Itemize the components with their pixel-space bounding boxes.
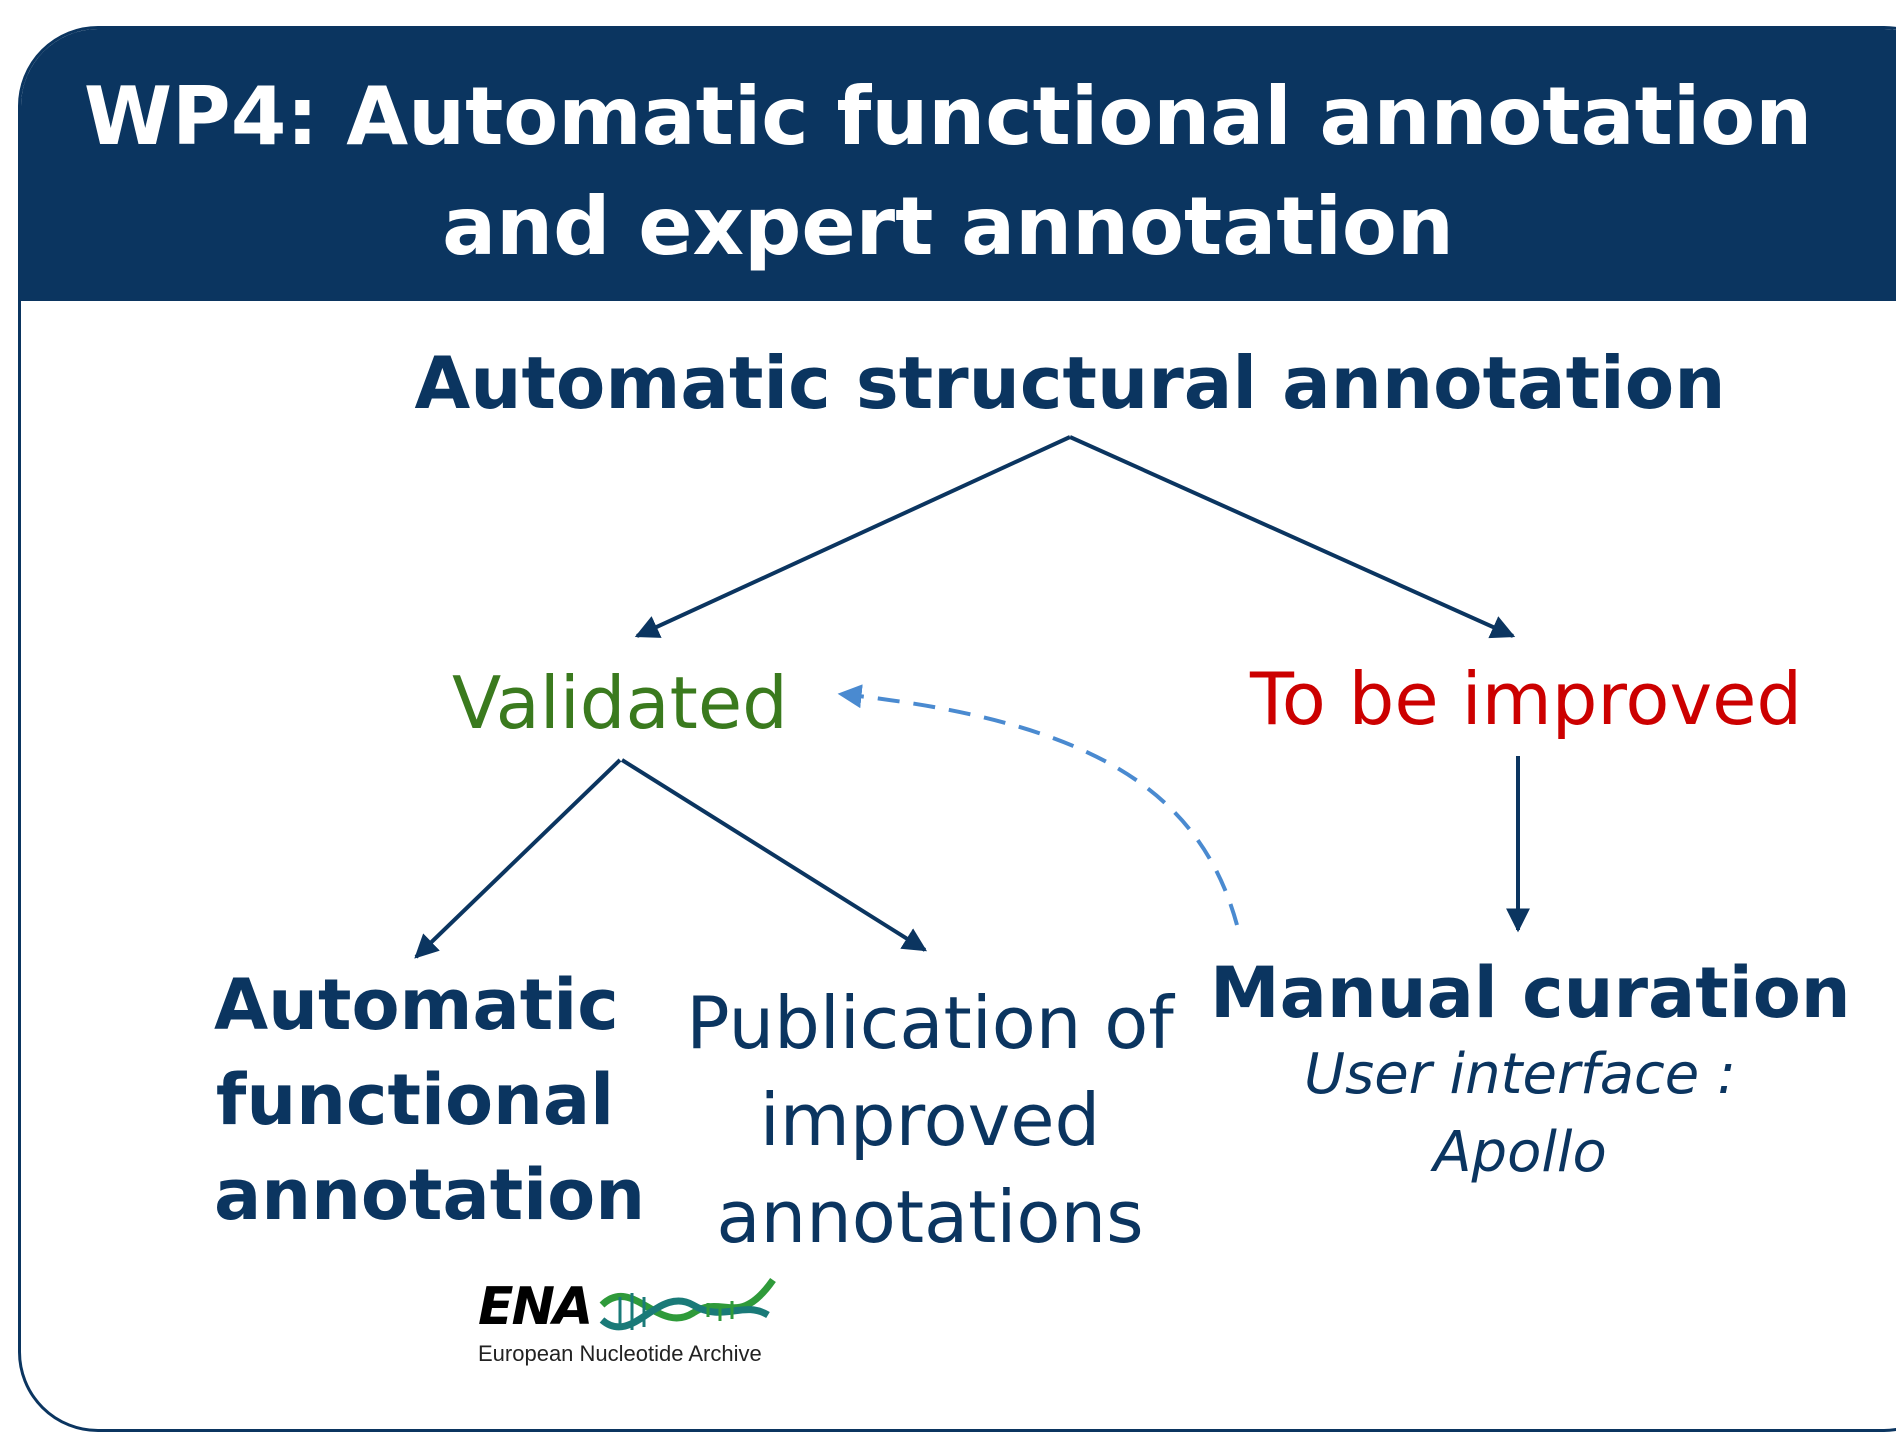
ena-logo: ENA European Nucleotide Archive — [470, 1275, 780, 1375]
manual-curation-sub-2: Apollo — [1433, 1120, 1607, 1185]
diagram-arrows — [414, 435, 1530, 959]
arrow-validated-to-publication — [620, 758, 928, 952]
title-line-2: and expert annotation — [442, 180, 1454, 273]
publication-line-1: Publication of — [686, 981, 1174, 1065]
dna-helix-icon — [599, 1277, 776, 1331]
arrow-validated-to-auto — [414, 758, 622, 959]
node-automatic-structural-annotation: Automatic structural annotation — [414, 341, 1726, 425]
node-to-be-improved: To be improved — [1250, 657, 1803, 741]
auto-func-line-1: Automatic — [214, 964, 619, 1046]
arrow-root-to-validated — [634, 435, 1071, 638]
manual-curation-sub-1: User interface : — [1304, 1042, 1736, 1107]
title-line-1: WP4: Automatic functional annotation — [83, 70, 1813, 163]
title-banner — [21, 29, 1896, 301]
manual-curation-title: Manual curation — [1210, 952, 1851, 1034]
publication-line-3: annotations — [716, 1175, 1144, 1259]
arrow-root-to-improved — [1069, 435, 1516, 639]
slide-card — [18, 26, 1896, 1432]
arrow-manual-to-validated-dashed — [837, 684, 1239, 926]
auto-func-line-2: functional — [215, 1059, 615, 1141]
auto-func-line-3: annotation — [214, 1154, 646, 1236]
publication-line-2: improved — [759, 1078, 1101, 1162]
ena-logo-subtitle: European Nucleotide Archive — [478, 1341, 762, 1366]
ena-logo-word: ENA — [478, 1277, 593, 1337]
node-validated: Validated — [452, 661, 788, 745]
